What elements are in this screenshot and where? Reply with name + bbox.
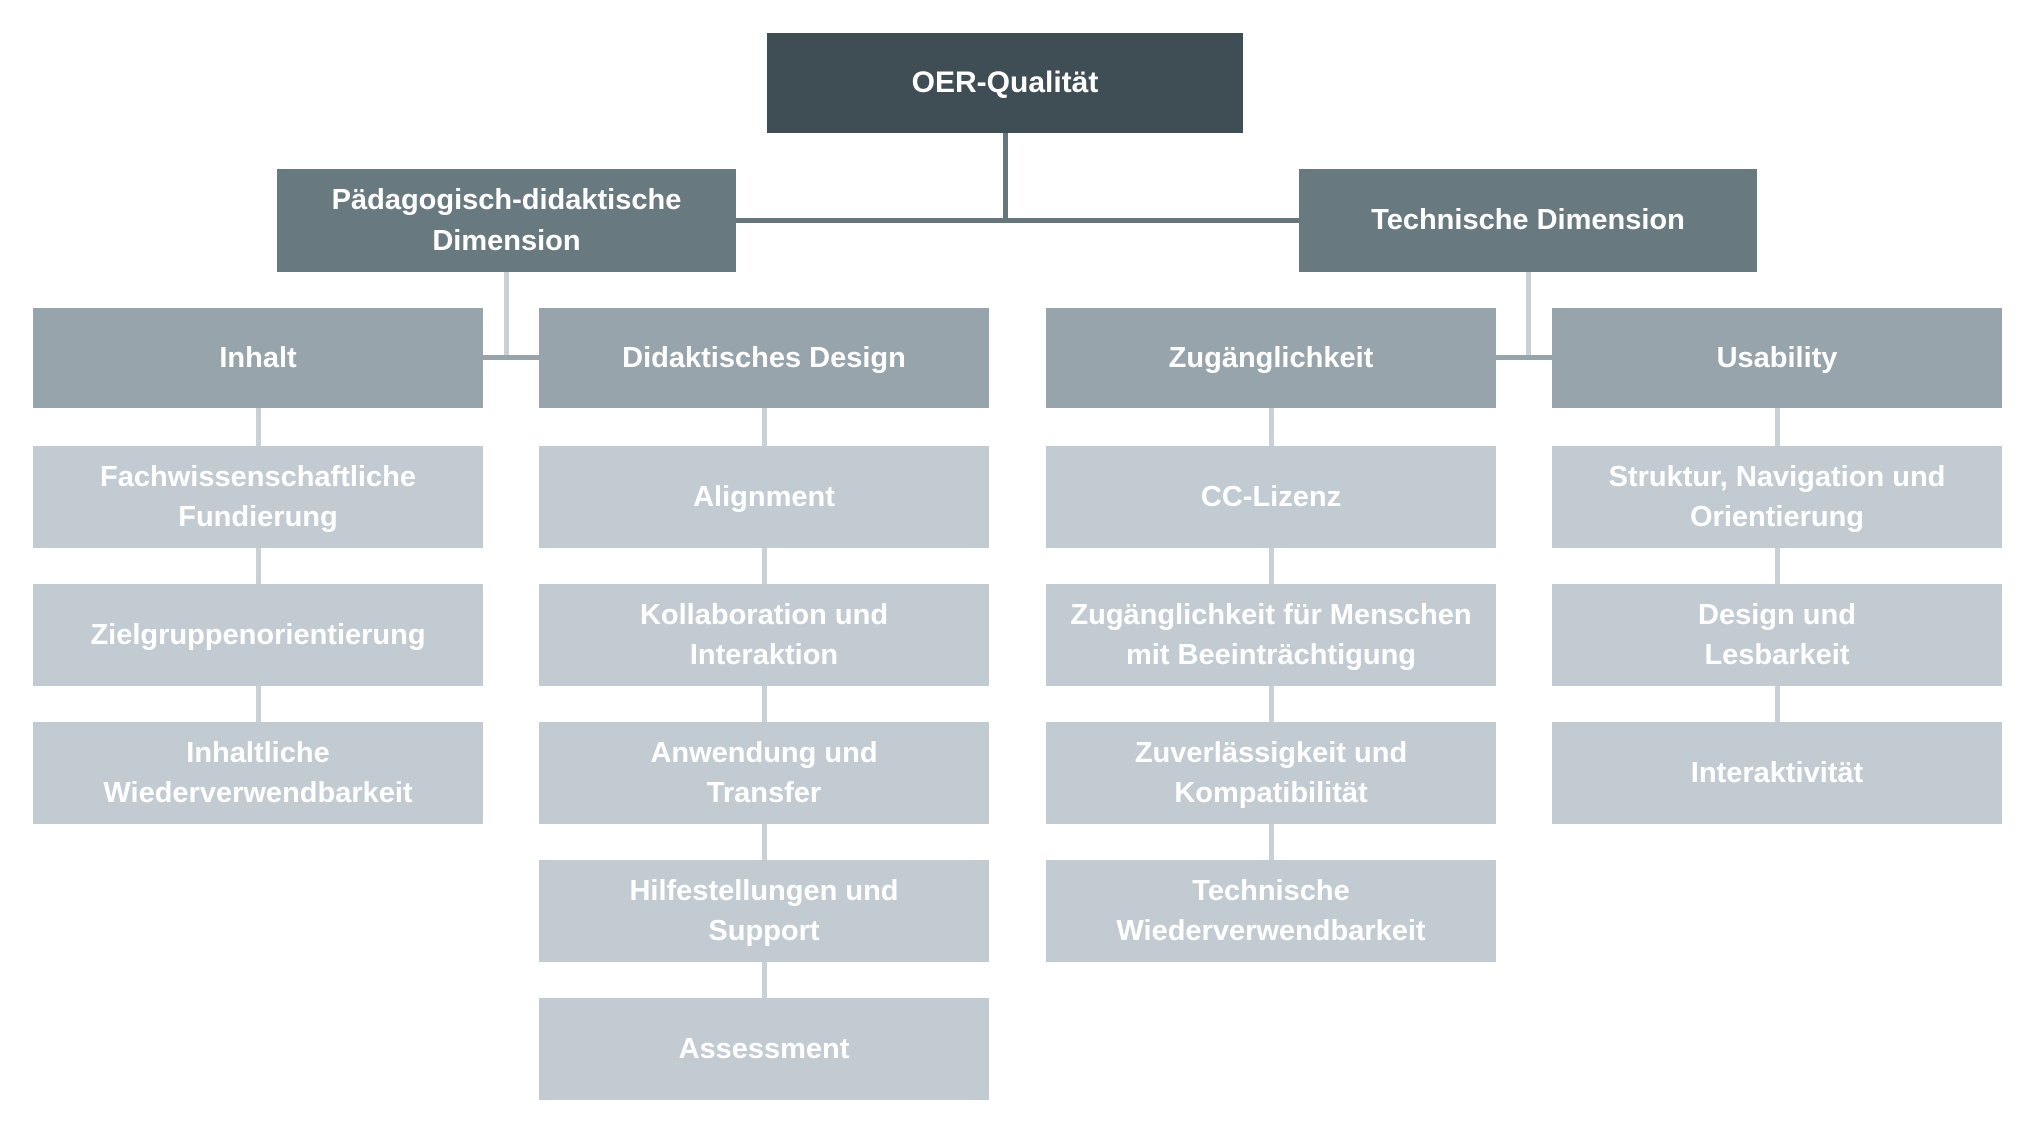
node-oer-qualitaet: OER-Qualität: [767, 33, 1243, 133]
item-zielgruppenorientierung: Zielgruppenorientierung: [33, 584, 483, 686]
node-didaktisches-design: Didaktisches Design: [539, 308, 989, 408]
item-cc-lizenz: CC-Lizenz: [1046, 446, 1496, 548]
connector-dimensions-bridge: [736, 218, 1299, 223]
connector-zugaenglichkeit-usability-bridge: [1496, 355, 1552, 360]
item-inhaltliche-wiederverwendbarkeit: Inhaltliche Wiederverwendbarkeit: [33, 722, 483, 824]
node-usability: Usability: [1552, 308, 2002, 408]
connector: [762, 548, 767, 584]
item-zugaenglichkeit-fuer-menschen: Zugänglichkeit für Menschen mit Beeinträ…: [1046, 584, 1496, 686]
node-technische-dimension: Technische Dimension: [1299, 169, 1757, 272]
connector: [762, 962, 767, 998]
connector: [1269, 408, 1274, 446]
item-kollaboration-und-interaktion: Kollaboration und Interaktion: [539, 584, 989, 686]
item-struktur-navigation-und-orientierung: Struktur, Navigation und Orientierung: [1552, 446, 2002, 548]
connector: [256, 408, 261, 446]
node-zugaenglichkeit: Zugänglichkeit: [1046, 308, 1496, 408]
node-paedagogisch-didaktische-dimension: Pädagogisch-didaktische Dimension: [277, 169, 736, 272]
connector: [762, 686, 767, 722]
item-fachwissenschaftliche-fundierung: Fachwissenschaftliche Fundierung: [33, 446, 483, 548]
connector: [1269, 824, 1274, 860]
connector-inhalt-didaktisches-bridge: [483, 355, 539, 360]
connector-root-stem: [1003, 133, 1008, 223]
item-technische-wiederverwendbarkeit: Technische Wiederverwendbarkeit: [1046, 860, 1496, 962]
item-anwendung-und-transfer: Anwendung und Transfer: [539, 722, 989, 824]
connector-dimension1-stem: [504, 272, 509, 357]
connector: [256, 548, 261, 584]
connector: [256, 686, 261, 722]
connector: [762, 408, 767, 446]
item-zuverlaessigkeit-und-kompatibilitaet: Zuverlässigkeit und Kompatibilität: [1046, 722, 1496, 824]
connector: [1269, 686, 1274, 722]
connector: [762, 824, 767, 860]
connector: [1775, 686, 1780, 722]
item-design-und-lesbarkeit: Design und Lesbarkeit: [1552, 584, 2002, 686]
item-hilfestellungen-und-support: Hilfestellungen und Support: [539, 860, 989, 962]
item-alignment: Alignment: [539, 446, 989, 548]
connector: [1775, 408, 1780, 446]
item-interaktivitaet: Interaktivität: [1552, 722, 2002, 824]
node-inhalt: Inhalt: [33, 308, 483, 408]
connector-dimension2-stem: [1526, 272, 1531, 357]
connector: [1775, 548, 1780, 584]
connector: [1269, 548, 1274, 584]
item-assessment: Assessment: [539, 998, 989, 1100]
